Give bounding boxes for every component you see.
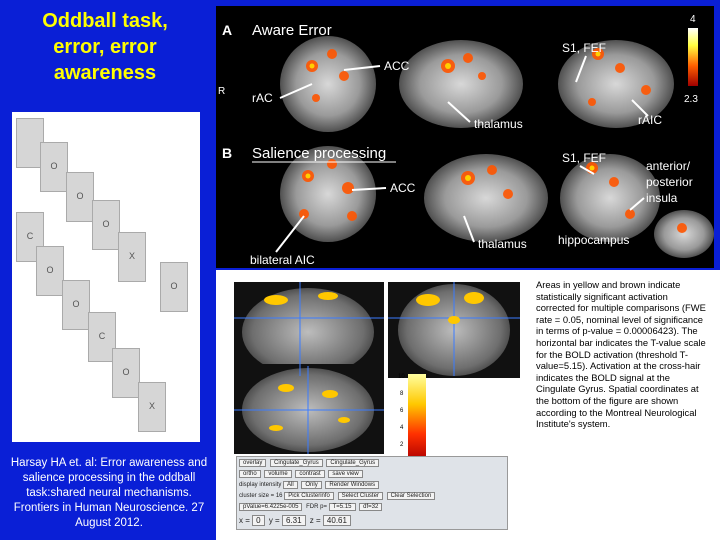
label-thalamus-a: thalamus: [474, 117, 523, 131]
title-line-2: error, error: [53, 36, 157, 58]
save-view-button[interactable]: save view: [328, 470, 363, 478]
colorbar-max: 4: [690, 14, 696, 25]
stimulus-card: C: [16, 212, 44, 262]
stimulus-card: O: [36, 246, 64, 296]
z-coord-field[interactable]: 40.61: [322, 515, 351, 526]
select-cluster-button[interactable]: Select Cluster: [337, 492, 383, 500]
df-field[interactable]: df=32: [359, 503, 383, 511]
y-coord-field[interactable]: 6.31: [281, 515, 306, 526]
tick-2: 2: [400, 442, 404, 448]
stimulus-card: [16, 118, 44, 168]
fdr-label: FDR p=: [306, 504, 327, 510]
lateral-brain-b: [560, 154, 660, 242]
sagittal-slice: [242, 288, 374, 376]
citation-line-3: task:shared neural mechanisms.: [26, 487, 192, 499]
stimulus-card: O: [112, 348, 140, 398]
panel-a-title: Aware Error: [252, 22, 332, 39]
arrows-a: [279, 55, 649, 123]
label-s1-fef-a: S1, FEF: [562, 41, 606, 55]
panel-b-title: Salience processing: [252, 145, 386, 162]
sagittal-brain-a: [399, 40, 523, 128]
render-windows-toggle[interactable]: Render Windows: [325, 481, 380, 489]
citation-line-4: Frontiers in Human Neuroscience. 27: [13, 502, 205, 514]
colorbar: [688, 28, 698, 86]
z-coord-label: z =: [309, 516, 321, 525]
label-thalamus-b: thalamus: [478, 237, 527, 251]
x-coord-field[interactable]: 0: [252, 515, 265, 526]
stimulus-card: C: [88, 312, 116, 362]
sagittal-brain-b: [424, 154, 548, 242]
label-acc-a: ACC: [384, 59, 410, 73]
oddball-task-diagram: O O O C X O O O C O X: [12, 112, 200, 442]
fmri-figure-top: A Aware Error R ACC rAC thalamus S1, FEF…: [216, 6, 714, 268]
fmri-panels-svg: A Aware Error R ACC rAC thalamus S1, FEF…: [218, 14, 714, 267]
t-value-colorbar: [408, 374, 426, 460]
label-bilateral-aic: bilateral AIC: [250, 253, 315, 267]
coronal-brain-a: [280, 36, 376, 132]
stimulus-card: O: [66, 172, 94, 222]
label-s1-fef-b: S1, FEF: [562, 151, 606, 165]
stimulus-card: O: [92, 200, 120, 250]
slide-title: Oddball task, error, error awareness: [6, 8, 204, 86]
figure-description: Areas in yellow and brown indicate stati…: [536, 279, 706, 430]
hippocampus-brain-b: [654, 210, 714, 258]
stimulus-card: O: [40, 142, 68, 192]
colorbar-min: 2.3: [684, 94, 698, 105]
only-radio[interactable]: Only: [301, 481, 322, 489]
lateral-brain-a: [558, 40, 674, 128]
title-line-1: Oddball task,: [42, 10, 168, 32]
label-posterior: posterior: [646, 175, 693, 189]
stimulus-card: X: [138, 382, 166, 432]
bold-figure-svg: 10 8 6 4 2 0: [234, 282, 520, 464]
ortho-button[interactable]: ortho: [239, 470, 261, 478]
contrast-button[interactable]: contrast: [295, 470, 325, 478]
pvalue-field[interactable]: pValue=6.4225e-005: [239, 503, 303, 511]
pick-clusterinfo-button[interactable]: Pick Clusterinfo: [284, 492, 334, 500]
tick-10: 10: [398, 374, 405, 380]
stimulus-card: O: [62, 280, 90, 330]
stimulus-card: O: [160, 262, 188, 312]
viewer-controls: overlay Cingulate_Gyrus Cingulate_Gyrus …: [236, 456, 508, 530]
title-line-3: awareness: [53, 62, 157, 84]
tick-8: 8: [400, 391, 404, 397]
activation-b-peaks: [305, 165, 595, 181]
display-intensity-label: display intensity: [239, 482, 282, 488]
stimulus-card: X: [118, 232, 146, 282]
citation-line-2: salience processing in the oddball: [22, 472, 196, 484]
label-raic: rAIC: [638, 113, 662, 127]
arrows-b: [275, 165, 645, 253]
label-anterior: anterior/: [646, 159, 691, 173]
region-select-1[interactable]: Cingulate_Gyrus: [270, 459, 323, 467]
panel-b-letter: B: [222, 145, 232, 161]
activation-a-peaks: [309, 51, 601, 69]
bold-activation: [264, 292, 484, 431]
tick-4: 4: [400, 425, 404, 431]
label-acc-b: ACC: [390, 181, 416, 195]
x-coord-label: x =: [239, 516, 250, 525]
citation-line-5: August 2012.: [75, 517, 143, 529]
tick-6: 6: [400, 408, 404, 414]
cluster-size-label: cluster size = 16: [239, 493, 283, 499]
side-label-r: R: [218, 86, 225, 97]
citation: Harsay HA et. al: Error awareness and sa…: [2, 456, 216, 531]
label-hippocampus: hippocampus: [558, 233, 629, 247]
volume-button[interactable]: volume: [264, 470, 292, 478]
y-coord-label: y =: [268, 516, 280, 525]
citation-line-1: Harsay HA et. al: Error awareness and: [10, 457, 208, 469]
label-rac: rAC: [252, 91, 273, 105]
panel-a-letter: A: [222, 22, 232, 38]
region-select-2[interactable]: Cingulate_Gyrus: [326, 459, 380, 467]
overlay-select[interactable]: overlay: [239, 459, 267, 467]
all-radio[interactable]: All: [283, 481, 298, 489]
label-insula: insula: [646, 191, 678, 205]
clear-selection-button[interactable]: Clear Selection: [386, 492, 436, 500]
t-threshold-field[interactable]: T=5.15: [328, 503, 356, 511]
